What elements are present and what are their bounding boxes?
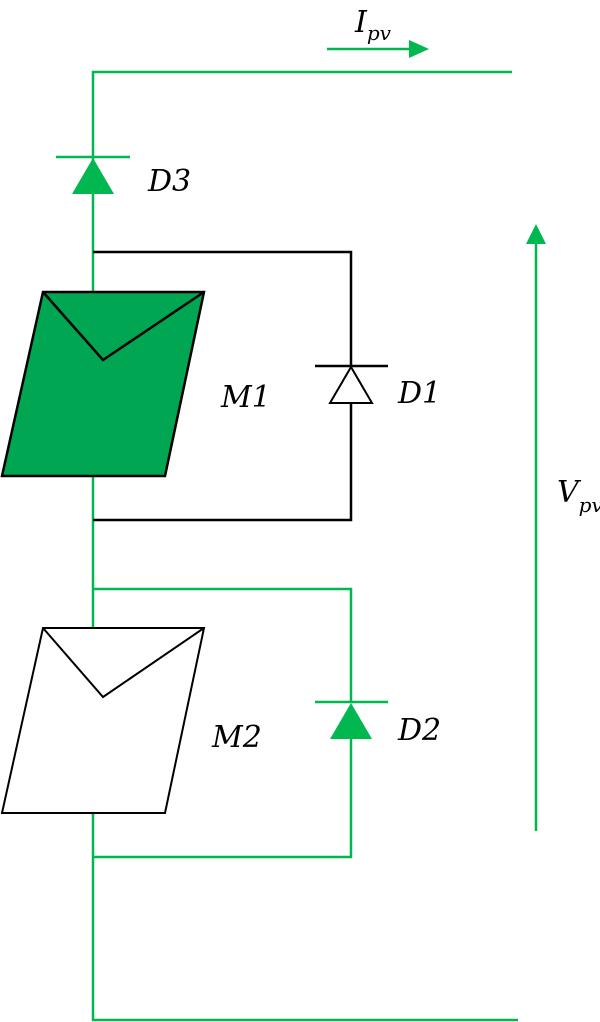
bypass-loop-m1 bbox=[93, 250, 353, 522]
bypass-m1-bottom bbox=[93, 403, 353, 522]
voltage-arrow-head bbox=[526, 224, 546, 244]
diode-d1-triangle bbox=[328, 365, 374, 404]
bottom-return-wire bbox=[91, 813, 518, 1022]
diode-d2 bbox=[315, 700, 388, 739]
module-m1-chevron bbox=[42, 290, 205, 362]
voltage-label: Vpv bbox=[557, 475, 600, 517]
voltage-arrow bbox=[526, 224, 546, 831]
module-m1 bbox=[0, 290, 206, 478]
module-m1-label: M1 bbox=[220, 380, 271, 415]
module-m1-body bbox=[0, 290, 206, 478]
main-wire bbox=[91, 70, 518, 1022]
diode-d2-label: D2 bbox=[397, 713, 441, 748]
diode-d3 bbox=[56, 155, 130, 194]
top-output-wire bbox=[91, 70, 512, 292]
module-m2-body bbox=[0, 627, 206, 814]
diode-d3-triangle bbox=[72, 158, 114, 194]
current-label: Ipv bbox=[354, 5, 392, 45]
diode-d1 bbox=[315, 364, 388, 404]
bypass-loop-m2 bbox=[93, 587, 353, 859]
bypass-m1-top bbox=[93, 250, 353, 365]
bypass-m2-bottom bbox=[93, 739, 353, 859]
current-arrow bbox=[327, 40, 429, 58]
bypass-m2-top bbox=[93, 587, 353, 702]
current-arrow-head bbox=[409, 40, 429, 58]
diode-d2-triangle bbox=[330, 703, 372, 739]
module-m2-chevron bbox=[42, 627, 205, 699]
module-m2 bbox=[0, 627, 206, 814]
module-m2-label: M2 bbox=[211, 720, 262, 755]
diode-d3-label: D3 bbox=[147, 164, 191, 199]
diode-d1-label: D1 bbox=[397, 376, 441, 411]
